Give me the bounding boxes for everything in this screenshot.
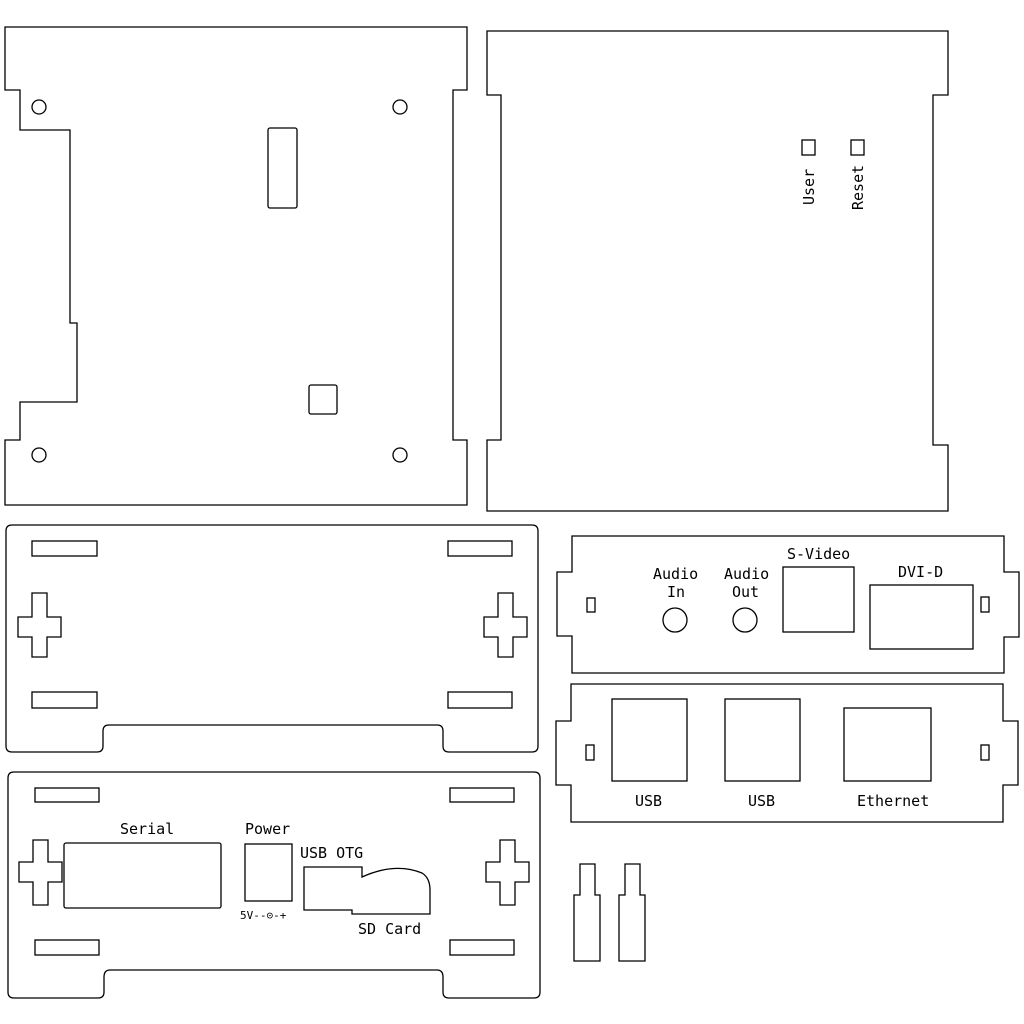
audio-out-hole (732, 607, 758, 633)
usb-otg-label: USB OTG (300, 844, 363, 862)
top-plate: User Reset (486, 30, 949, 512)
ethernet-label: Ethernet (857, 792, 929, 810)
side-plate-2: Serial Power 5V--⊝-+ USB OTG SD Card (7, 771, 541, 999)
sd-card-label: SD Card (358, 920, 421, 938)
slot (34, 787, 100, 803)
slot (449, 787, 515, 803)
slot (31, 540, 98, 557)
dvi-cutout (869, 584, 974, 650)
base-plate-outline (4, 26, 468, 506)
audio-out-label: Out (732, 583, 759, 601)
serial-cutout (63, 842, 222, 909)
usb-ethernet-panel-outline (555, 683, 1019, 823)
base-plate (4, 26, 468, 506)
cross-slot (18, 839, 63, 906)
usb-label: USB (635, 792, 662, 810)
ethernet-cutout (843, 707, 932, 782)
user-label: User (800, 169, 818, 205)
mount-hole (31, 447, 47, 463)
cross-slot (483, 592, 528, 658)
slot (585, 744, 595, 761)
side-plate-2-outline (7, 771, 541, 999)
slot (447, 691, 513, 709)
power-cutout (244, 843, 293, 902)
cross-slot (17, 592, 62, 658)
slot (31, 691, 98, 709)
side-plate-1-outline (5, 524, 539, 753)
power-label: Power (245, 820, 290, 838)
svideo-cutout (782, 566, 855, 633)
slot (449, 939, 515, 956)
reset-label: Reset (849, 165, 867, 210)
usb-ethernet-panel: USB USB Ethernet (555, 683, 1019, 823)
spacer-part (618, 863, 646, 962)
mount-hole (31, 99, 47, 115)
usb-otg-sd-cutout (303, 866, 431, 915)
slot (447, 540, 513, 557)
cutout-square (308, 384, 338, 415)
audio-in-hole (662, 607, 688, 633)
svideo-label: S-Video (787, 545, 850, 563)
cutout-slot (267, 127, 298, 209)
av-panel: Audio In Audio Out S-Video DVI-D (556, 535, 1020, 674)
side-plate-1 (5, 524, 539, 753)
power-polarity-label: 5V--⊝-+ (240, 909, 287, 922)
spacer-part (573, 863, 601, 962)
mount-hole (392, 447, 408, 463)
slot (34, 939, 100, 956)
cross-slot (485, 839, 530, 906)
top-plate-outline (486, 30, 949, 512)
audio-out-label: Audio (724, 565, 769, 583)
usb-label: USB (748, 792, 775, 810)
usb-cutout (724, 698, 801, 782)
reset-button-hole (850, 139, 865, 156)
serial-label: Serial (120, 820, 174, 838)
slot (586, 597, 596, 613)
audio-in-label: In (667, 583, 685, 601)
slot (980, 596, 990, 613)
user-button-hole (801, 139, 816, 156)
dvi-label: DVI-D (898, 563, 943, 581)
mount-hole (392, 99, 408, 115)
av-panel-outline (556, 535, 1020, 674)
slot (980, 744, 990, 761)
audio-in-label: Audio (653, 565, 698, 583)
usb-cutout (611, 698, 688, 782)
